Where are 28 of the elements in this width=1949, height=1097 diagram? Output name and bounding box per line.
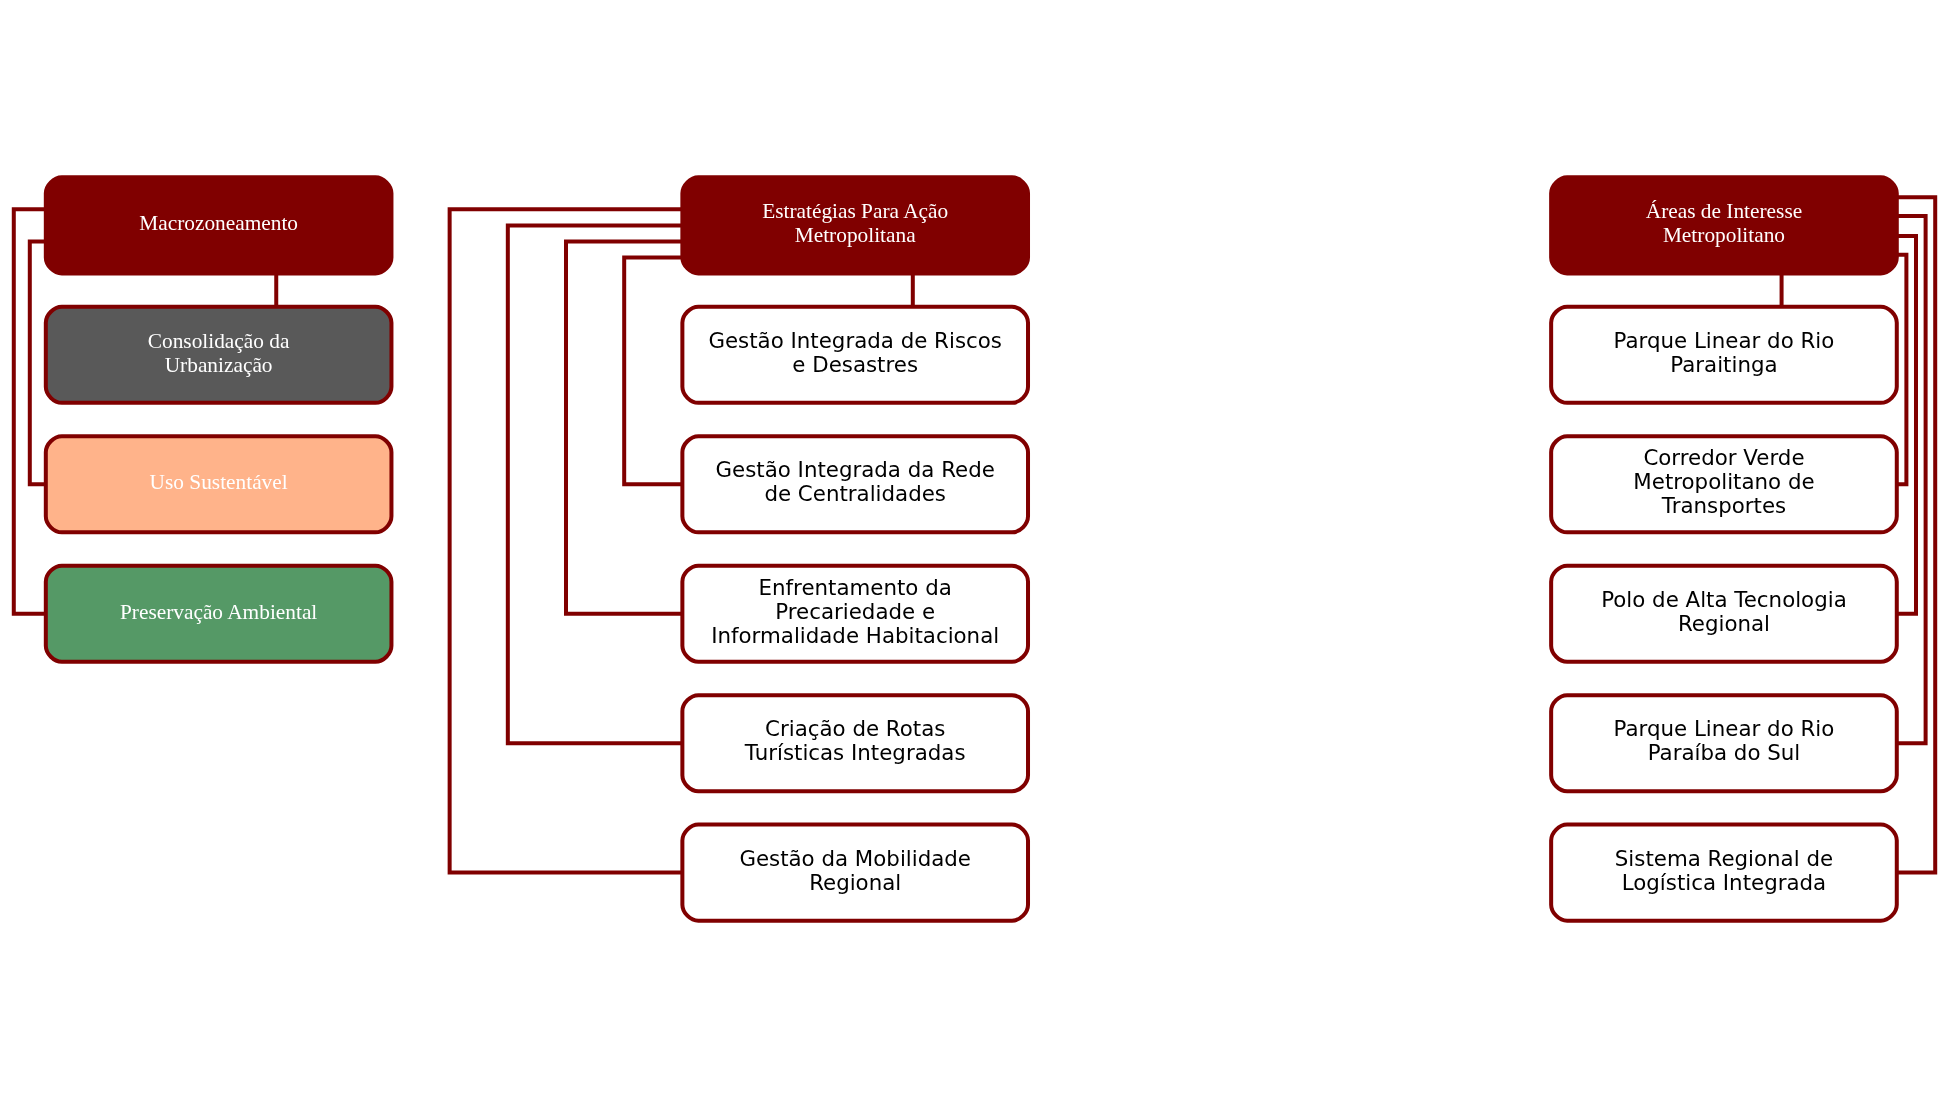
node-box: Estratégias Para Ação Metropolitana <box>680 174 1030 275</box>
node-box: Uso Sustentável <box>43 433 394 534</box>
connector <box>447 206 683 875</box>
node-box: Criação de Rotas Turísticas Integradas <box>680 692 1030 793</box>
node-box: Sistema Regional de Logística Integrada <box>1549 822 1899 923</box>
connector <box>1896 233 1918 616</box>
connector <box>622 254 682 486</box>
node-box: Parque Linear do Rio Paraitinga <box>1549 304 1899 405</box>
connector <box>1896 194 1938 875</box>
node-box: Macrozoneamento <box>43 174 394 275</box>
node-box: Gestão da Mobilidade Regional <box>680 822 1030 923</box>
connector <box>1779 273 1784 307</box>
connector <box>1897 213 1928 745</box>
node-box: Áreas de Interesse Metropolitano <box>1549 174 1899 275</box>
connector <box>505 222 682 745</box>
node-box: Polo de Alta Tecnologia Regional <box>1549 563 1899 664</box>
node-box: Consolidação da Urbanização <box>43 304 394 405</box>
connector <box>910 273 915 307</box>
node-box: Enfrentamento da Precariedade e Informalidade Habitacional <box>680 563 1030 664</box>
connector <box>274 273 279 307</box>
node-box: Gestão Integrada de Riscos e Desastres <box>680 304 1030 405</box>
connector <box>1897 252 1909 486</box>
node-box: Gestão Integrada da Rede de Centralidades <box>680 433 1030 534</box>
node-box: Parque Linear do Rio Paraíba do Sul <box>1549 692 1899 793</box>
connector <box>27 238 46 486</box>
connector <box>564 238 682 616</box>
node-box: Preservação Ambiental <box>43 563 394 664</box>
node-box: Corredor Verde Metropolitano de Transportes <box>1549 433 1899 534</box>
